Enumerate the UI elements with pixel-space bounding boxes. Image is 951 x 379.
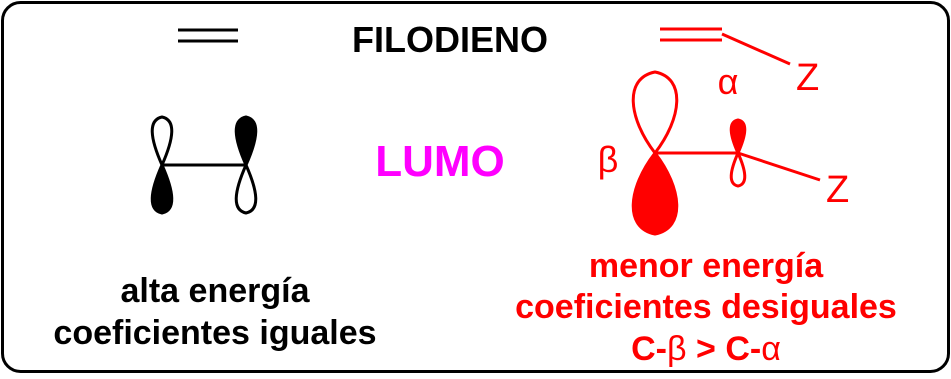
caption-alpha-symbol: α bbox=[761, 330, 781, 368]
title-text: FILODIENO bbox=[352, 19, 548, 60]
left-lower-lobe-filled bbox=[150, 161, 174, 215]
right-orbital-diagram bbox=[631, 70, 821, 236]
alpha-upper-lobe-filled bbox=[729, 118, 747, 157]
left-caption-line1: alta energía bbox=[121, 272, 311, 310]
caption-gt-c: > C- bbox=[687, 330, 762, 368]
z-top-label: Z bbox=[796, 57, 819, 99]
right-caption-line3: C-β > C-α bbox=[631, 330, 781, 368]
alpha-label: α bbox=[718, 61, 739, 102]
right-caption-line2: coeficientes desiguales bbox=[515, 288, 897, 326]
right-lower-lobe-open bbox=[234, 161, 258, 215]
lumo-label: LUMO bbox=[375, 137, 505, 186]
alpha-lower-lobe-open bbox=[729, 149, 747, 188]
right-caption-line1: menor energía bbox=[589, 247, 824, 285]
frame-border bbox=[1, 1, 950, 373]
vinyl-z-skeleton bbox=[660, 27, 791, 66]
double-bond-symbol bbox=[178, 28, 238, 43]
z-bottom-label: Z bbox=[826, 169, 849, 211]
left-orbital-diagram bbox=[150, 115, 258, 215]
left-upper-lobe-open bbox=[150, 115, 174, 169]
right-upper-lobe-filled bbox=[234, 115, 258, 169]
caption-c-prefix: C- bbox=[631, 330, 667, 368]
caption-beta-symbol: β bbox=[667, 330, 687, 368]
beta-upper-lobe-open bbox=[631, 70, 679, 156]
beta-lower-lobe-filled bbox=[631, 150, 679, 236]
bond-to-z bbox=[737, 151, 821, 182]
left-caption-line2: coeficientes iguales bbox=[53, 314, 376, 352]
beta-label: β bbox=[598, 139, 619, 180]
